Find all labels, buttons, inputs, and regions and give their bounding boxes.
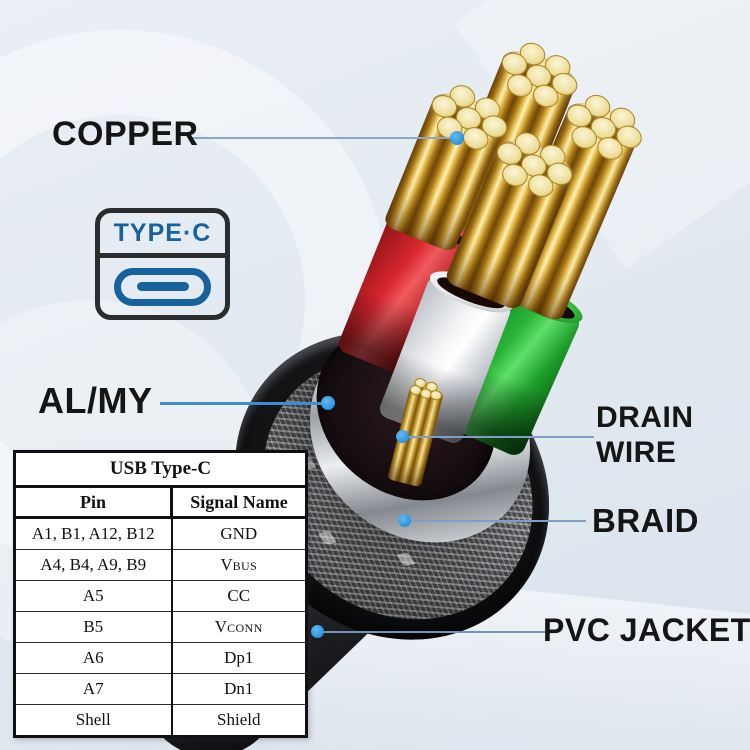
table-row: A7 Dn1 — [14, 673, 307, 705]
pin-cell: A6 — [14, 642, 173, 674]
signal-cell: GND — [171, 517, 307, 550]
usb-c-connector-icon — [114, 267, 211, 306]
usb-c-connector-bar — [136, 282, 189, 291]
table-row: A5 CC — [14, 580, 307, 612]
pin-cell: A7 — [14, 673, 173, 705]
column-header-pin: Pin — [13, 485, 173, 519]
braid-callout-dot — [398, 514, 411, 527]
table-row: A6 Dp1 — [14, 642, 307, 674]
signal-cell: VBUS — [171, 549, 307, 581]
almy-callout-dot — [321, 396, 335, 410]
pvc-jacket-label: PVC JACKET — [543, 612, 750, 648]
signal-cell: Dn1 — [171, 673, 307, 705]
table-row: A1, B1, A12, B12 GND — [14, 517, 307, 550]
almy-label: AL/MY — [38, 380, 153, 421]
copper-callout-line — [190, 137, 452, 139]
signal-cell: VCONN — [171, 611, 307, 643]
table-row: A4, B4, A9, B9 VBUS — [14, 549, 307, 581]
table-row: Shell Shield — [14, 704, 307, 737]
pin-cell: A5 — [14, 580, 173, 612]
signal-cell: Dp1 — [171, 642, 307, 674]
drain-callout-line — [402, 436, 594, 438]
column-header-signal: Signal Name — [170, 485, 308, 519]
drain-callout-dot — [396, 430, 409, 443]
pin-cell: A1, B1, A12, B12 — [14, 517, 173, 550]
signal-cell: CC — [171, 580, 307, 612]
copper-label: COPPER — [52, 115, 199, 153]
typec-logo: TYPE·C — [95, 208, 230, 320]
typec-logo-lower — [100, 258, 225, 315]
braid-callout-line — [404, 520, 586, 522]
table-title-row: USB Type-C — [13, 450, 308, 488]
pin-cell: A4, B4, A9, B9 — [14, 549, 173, 581]
table-title: USB Type-C — [13, 450, 308, 488]
signal-cell: Shield — [171, 704, 307, 737]
drain-wire-label: DRAIN WIRE — [596, 400, 694, 470]
almy-callout-line — [160, 402, 328, 405]
braid-label: BRAID — [592, 502, 699, 539]
pvc-callout-line — [317, 631, 545, 633]
copper-callout-dot — [450, 131, 464, 145]
pin-cell: B5 — [14, 611, 173, 643]
table-header-row: Pin Signal Name — [13, 485, 308, 519]
pin-table: USB Type-C Pin Signal Name A1, B1, A12, … — [13, 450, 308, 738]
drain-wire-label-line2: WIRE — [596, 436, 677, 469]
drain-wire-label-line1: DRAIN — [596, 401, 694, 434]
pvc-callout-dot — [311, 625, 324, 638]
typec-logo-text: TYPE·C — [100, 213, 225, 258]
pin-cell: Shell — [14, 704, 173, 737]
table-row: B5 VCONN — [14, 611, 307, 643]
